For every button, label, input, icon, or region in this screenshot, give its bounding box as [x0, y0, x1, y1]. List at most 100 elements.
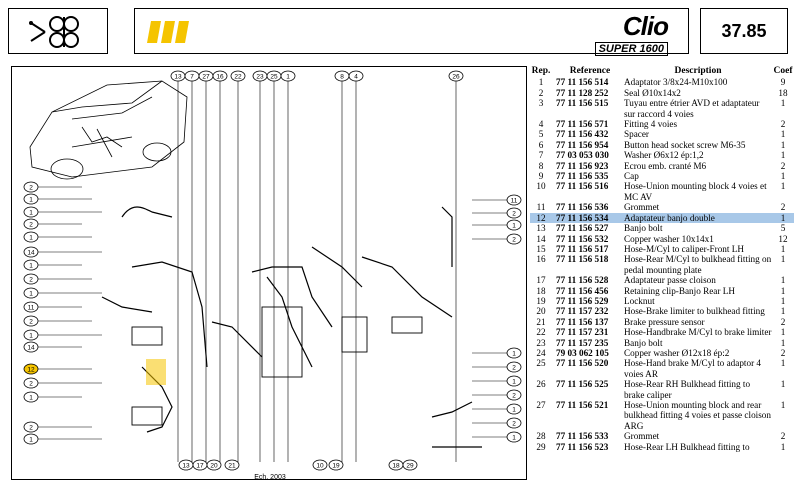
callout-label: 12 — [27, 367, 35, 374]
cell-description: Hose-Hand brake M/Cyl to adaptor 4 voies… — [624, 358, 762, 379]
cell-reference: 77 11 157 235 — [556, 337, 609, 348]
callout-label: 2 — [512, 421, 516, 428]
cell-coef: 1 — [780, 98, 786, 109]
cell-coef: 9 — [780, 77, 786, 88]
cell-description: Tuyau entre étrier AVD et adaptateur sur… — [624, 98, 760, 119]
cell-coef: 2 — [780, 347, 786, 358]
callout-right-0: 11 — [506, 194, 522, 206]
cell-reference: 77 11 156 923 — [556, 160, 609, 171]
cell-coef: 5 — [780, 223, 786, 234]
callout-left-5: 14 — [23, 246, 39, 258]
cell-reference: 77 11 156 534 — [552, 212, 624, 224]
callout-label: 4 — [354, 74, 358, 81]
col-description: Description — [674, 66, 722, 76]
callout-label: 1 — [29, 333, 33, 340]
cell-rep: 25 — [536, 358, 546, 369]
callout-left-12: 14 — [23, 341, 39, 353]
cell-coef: 2 — [780, 202, 786, 213]
cell-coef: 1 — [780, 358, 786, 369]
brake-hose — [311, 246, 363, 288]
cell-description: Spacer — [624, 129, 649, 140]
callout-label: 1 — [29, 437, 33, 444]
callout-bottom-1: 17 — [192, 459, 208, 471]
callout-label: 29 — [406, 463, 414, 470]
callout-label: 1 — [512, 407, 516, 414]
cell-description: Adaptator 3/8x24-M10x100 — [624, 77, 728, 88]
cell-reference: 77 11 156 527 — [556, 223, 609, 234]
cell-coef: 1 — [780, 295, 786, 306]
callout-label: 14 — [27, 345, 35, 352]
callout-bottom-7: 29 — [402, 459, 418, 471]
cell-reference: 77 11 156 525 — [556, 379, 609, 390]
callout-top-4: 22 — [230, 70, 246, 82]
cell-reference: 77 11 157 231 — [556, 327, 609, 338]
cell-rep: 1 — [538, 77, 544, 88]
callout-left-16: 2 — [23, 421, 39, 433]
footer-note: Ech. 2003 — [254, 474, 286, 480]
callout-left-0: 2 — [23, 181, 39, 193]
callout-label: 26 — [452, 74, 460, 81]
callout-label: 19 — [332, 463, 340, 470]
cell-reference: 79 03 062 105 — [556, 347, 609, 358]
callout-left-15: 1 — [23, 391, 39, 403]
cell-reference: 77 11 156 532 — [556, 233, 609, 244]
callout-right-7: 2 — [506, 389, 522, 401]
cell-coef: 1 — [780, 171, 786, 182]
col-rep: Rep. — [531, 66, 551, 76]
cell-rep: 27 — [536, 400, 546, 410]
cell-reference: 77 11 156 432 — [556, 129, 609, 140]
cell-description: Hose-M/Cyl to caliper-Front LH — [624, 243, 744, 254]
cell-reference: 77 11 156 516 — [556, 181, 609, 192]
cell-rep: 4 — [538, 119, 544, 130]
cell-description: Grommet — [624, 431, 660, 442]
cell-reference: 77 11 156 515 — [556, 98, 609, 109]
cell-description: Retaining clip-Banjo Rear LH — [624, 285, 735, 296]
callout-label: 1 — [512, 223, 516, 230]
callout-label: 2 — [29, 222, 33, 229]
cell-description: Ecrou emb. cranté M6 — [624, 160, 707, 171]
callout-label: 18 — [392, 463, 400, 470]
cell-coef: 2 — [780, 160, 786, 171]
callout-label: 2 — [512, 237, 516, 244]
cell-rep: 18 — [536, 285, 546, 296]
cell-description: Cap — [624, 171, 639, 182]
callout-top-5: 23 — [252, 70, 268, 82]
cell-rep: 13 — [536, 223, 546, 234]
callout-label: 2 — [512, 393, 516, 400]
cell-description: Banjo bolt — [624, 337, 663, 348]
col-coef: Coef — [773, 66, 793, 76]
brake-hose — [251, 266, 333, 328]
cell-coef: 1 — [780, 139, 786, 150]
cell-description: Grommet — [624, 202, 660, 213]
brake-hose — [101, 296, 153, 313]
callout-top-3: 16 — [212, 70, 228, 82]
brake-system-symbol-icon — [29, 16, 79, 48]
cell-rep: 22 — [536, 327, 546, 338]
callout-bottom-6: 18 — [388, 459, 404, 471]
callout-left-11: 1 — [23, 329, 39, 341]
cell-description: Brake pressure sensor — [624, 316, 705, 327]
brake-hose — [441, 206, 453, 267]
component-block — [341, 316, 368, 353]
cell-reference: 77 11 156 954 — [556, 139, 609, 150]
cell-description: Washer Ø6x12 ép:1,2 — [624, 150, 704, 161]
cell-reference: 77 11 157 232 — [556, 306, 609, 317]
callout-bottom-0: 13 — [178, 459, 194, 471]
brake-hose — [361, 256, 453, 318]
